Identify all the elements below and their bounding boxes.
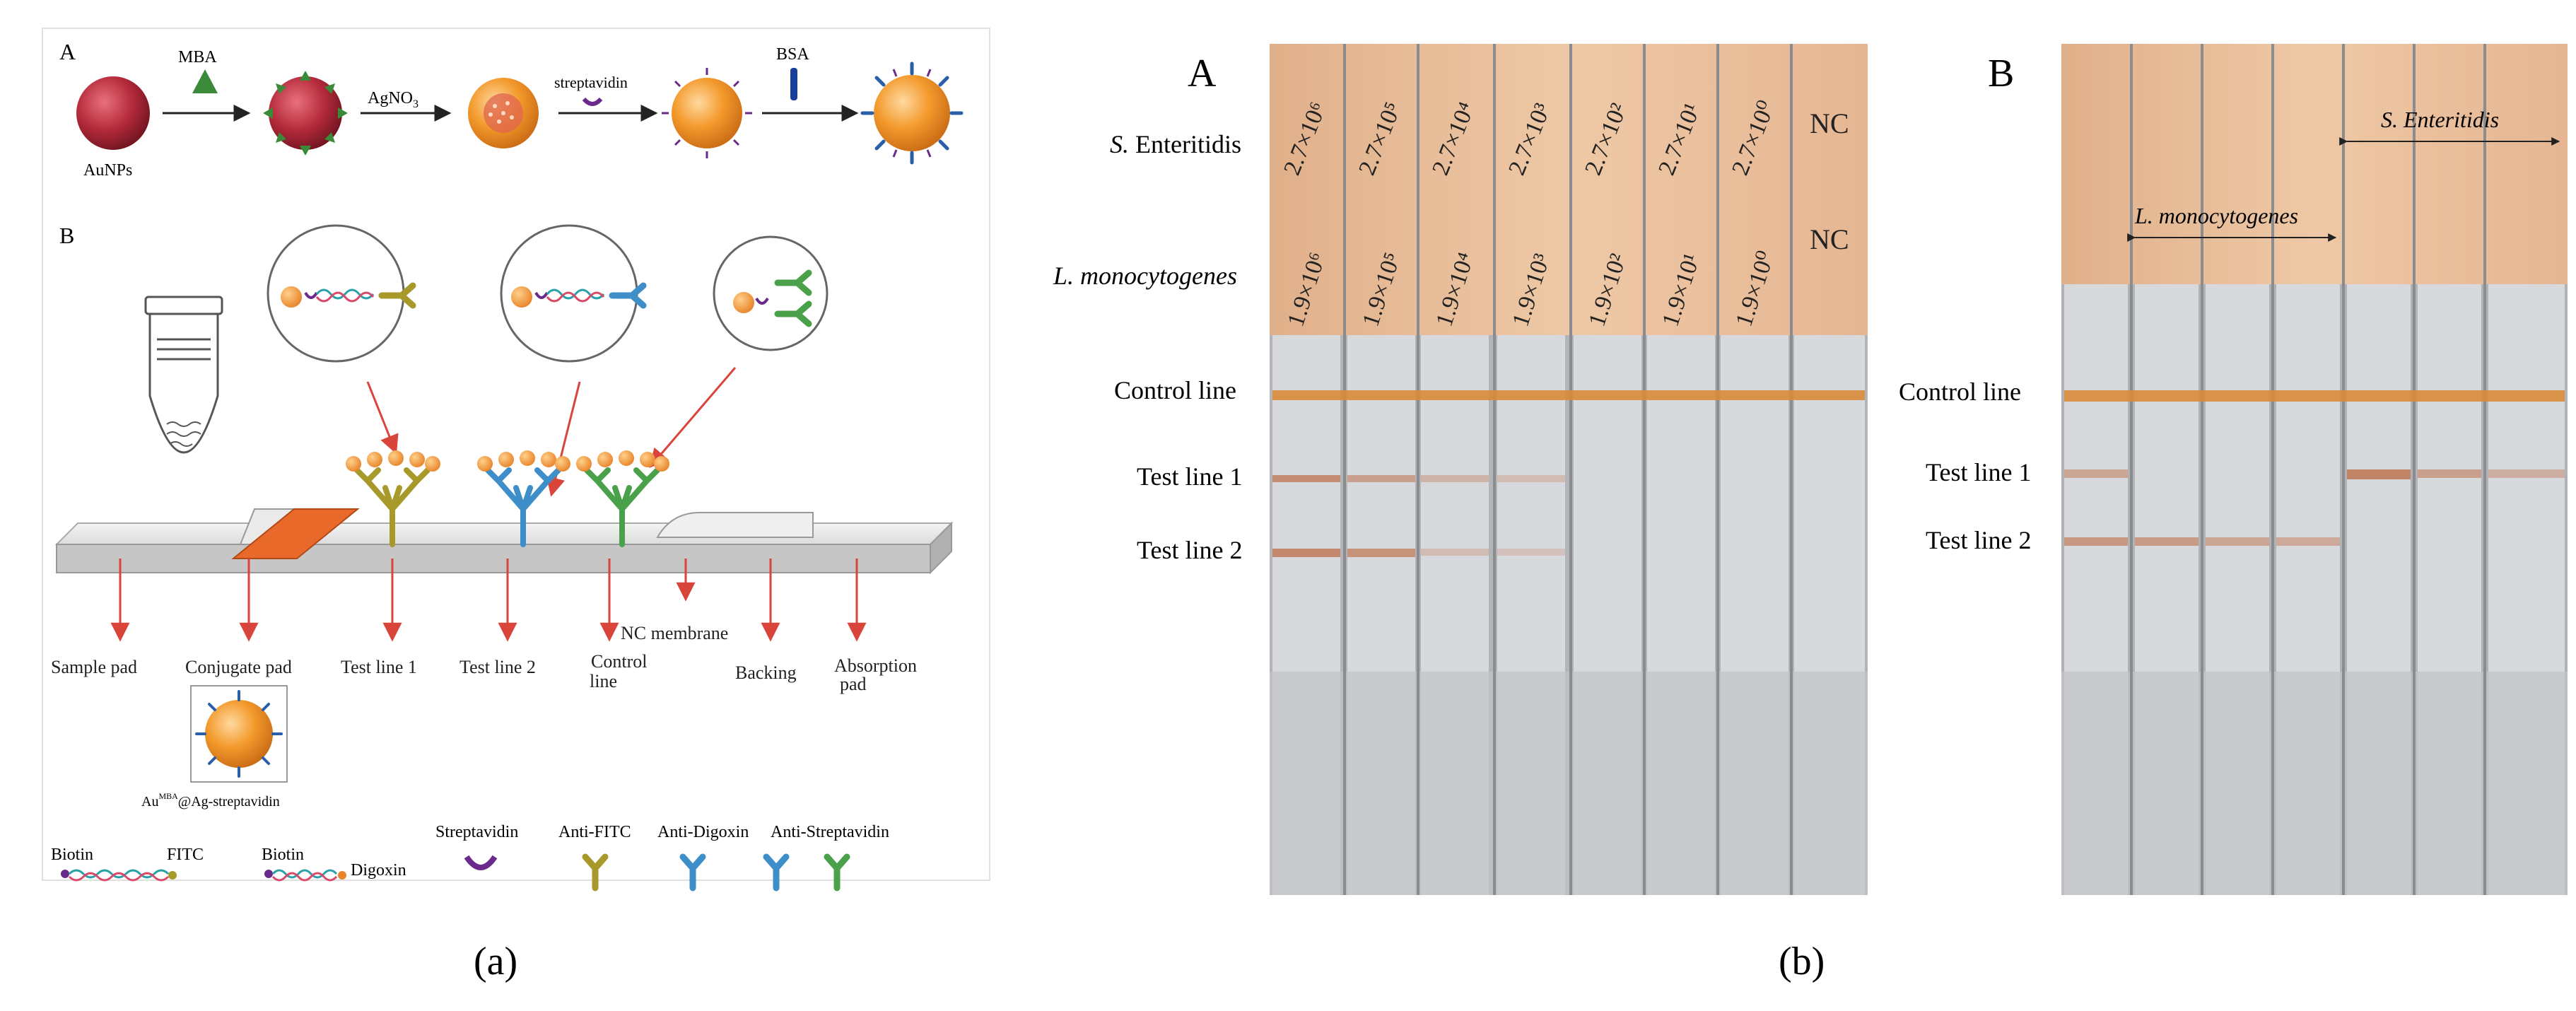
label-sample-pad: Sample pad bbox=[51, 657, 137, 677]
aunp-label: AuNPs bbox=[83, 161, 132, 180]
photo-a-gaps bbox=[1343, 44, 1793, 895]
test-line-2-antibodies bbox=[477, 450, 570, 547]
legend: Biotin FITC Biotin Digoxin Streptavidin … bbox=[51, 823, 889, 888]
photo-b-test2-label: Test line 2 bbox=[1926, 526, 2031, 554]
legend-digoxin: Digoxin bbox=[351, 861, 406, 879]
arrow-zoom-1 bbox=[366, 381, 399, 455]
photo-a-label: A bbox=[1188, 52, 1217, 95]
arrow-zoom-3 bbox=[649, 367, 737, 469]
photo-a-test1-label: Test line 1 bbox=[1137, 462, 1242, 491]
photo-b-gaps bbox=[2130, 44, 2486, 895]
photo-b-test-line-2 bbox=[2064, 537, 2340, 546]
label-test-line-2: Test line 2 bbox=[459, 657, 536, 677]
photo-b-label: B bbox=[1988, 52, 2014, 95]
photo-a-test2-label: Test line 2 bbox=[1137, 536, 1242, 564]
photo-b-test-line-1 bbox=[2064, 469, 2565, 479]
legend-anti-digoxin: Anti-Digoxin bbox=[657, 823, 749, 841]
legend-fitc: FITC bbox=[167, 846, 204, 864]
section-b-label: B bbox=[59, 223, 74, 248]
test-line-1-antibodies bbox=[346, 450, 440, 547]
photo-a-control-label: Control line bbox=[1114, 376, 1236, 404]
label-absorption-pad-2: pad bbox=[840, 674, 867, 694]
label-backing: Backing bbox=[735, 662, 797, 683]
photo-a: 2.7×10⁶ 2.7×10⁵ 2.7×10⁴ 2.7×10³ 2.7×10² … bbox=[1270, 44, 1868, 895]
sample-tube-icon bbox=[144, 296, 223, 454]
legend-anti-streptavidin: Anti-Streptavidin bbox=[771, 823, 889, 841]
final-strep-decorations bbox=[892, 69, 932, 158]
final-bsa-decorations bbox=[860, 62, 964, 165]
biotin-digoxin-strand-icon bbox=[264, 869, 346, 882]
zoom-circle-test-line-2 bbox=[500, 224, 643, 363]
caption-a: (a) bbox=[474, 940, 517, 983]
photo-b-test1-label: Test line 1 bbox=[1926, 458, 2031, 486]
svg-text:NC: NC bbox=[1810, 107, 1849, 139]
legend-biotin-1: Biotin bbox=[51, 846, 93, 864]
anti-fitc-icon bbox=[585, 857, 605, 888]
label-test-line-1: Test line 1 bbox=[341, 657, 417, 677]
caption-b: (b) bbox=[1779, 940, 1825, 983]
conjugate-zoom-box bbox=[190, 685, 288, 783]
anti-streptavidin-icon bbox=[827, 857, 847, 888]
panel-a: A AuNPs MBA AgNO3 strep bbox=[42, 28, 990, 983]
control-line-antibodies bbox=[576, 450, 669, 547]
legend-streptavidin: Streptavidin bbox=[435, 823, 518, 841]
bsa-icon bbox=[790, 68, 797, 100]
photo-a-test-line-1 bbox=[1272, 475, 1565, 482]
core-shell-dots bbox=[488, 101, 514, 124]
photo-a-control-line bbox=[1272, 390, 1865, 400]
label-absorption-pad: Absorption bbox=[834, 655, 917, 676]
conjugate-caption: AuMBA@Ag-streptavidin bbox=[141, 791, 280, 810]
label-conjugate-pad: Conjugate pad bbox=[185, 657, 292, 677]
legend-biotin-2: Biotin bbox=[262, 846, 304, 864]
photo-a-test-line-2 bbox=[1272, 549, 1565, 557]
bsa-label: BSA bbox=[776, 45, 809, 64]
part-arrows bbox=[110, 559, 867, 642]
svg-text:NC: NC bbox=[1810, 223, 1849, 255]
panel-b: 2.7×10⁶ 2.7×10⁵ 2.7×10⁴ 2.7×10³ 2.7×10² … bbox=[1053, 44, 2568, 983]
section-a-label: A bbox=[59, 39, 76, 64]
zoom-circle-test-line-1 bbox=[267, 224, 413, 363]
photo-b: L. monocytogenes S. Enteritidis bbox=[2061, 44, 2568, 895]
anti-digoxin-icon bbox=[683, 857, 703, 888]
photo-a-s-enteritidis: S. Enteritidis bbox=[1110, 130, 1241, 158]
zoom-circle-control-line bbox=[713, 235, 829, 351]
label-nc-membrane: NC membrane bbox=[621, 623, 728, 643]
streptavidin-step-icon bbox=[582, 97, 603, 106]
photo-b-control-label: Control line bbox=[1899, 378, 2021, 406]
agno3-label: AgNO3 bbox=[368, 89, 418, 110]
streptavidin-icon bbox=[464, 855, 498, 870]
photo-b-l-label: L. monocytogenes bbox=[2134, 203, 2298, 228]
photo-b-s-label: S. Enteritidis bbox=[2381, 107, 2499, 132]
lateral-flow-strip bbox=[54, 508, 954, 575]
final-sphere bbox=[874, 75, 950, 151]
photo-a-l-monocytogenes: L. monocytogenes bbox=[1053, 262, 1237, 290]
label-control-line: Control bbox=[591, 651, 647, 672]
streptavidin-step-label: streptavidin bbox=[554, 74, 628, 91]
mba-decorations bbox=[263, 71, 348, 156]
label-control-line-2: line bbox=[590, 671, 617, 691]
aunp-mba-sphere bbox=[269, 76, 342, 150]
biotin-fitc-strand-icon bbox=[61, 869, 177, 882]
legend-anti-fitc: Anti-FITC bbox=[558, 823, 631, 841]
anti-digoxin-icon-2 bbox=[766, 857, 786, 888]
mba-label: MBA bbox=[178, 48, 217, 66]
aunp-sphere bbox=[76, 76, 150, 150]
mba-icon bbox=[192, 69, 218, 93]
strep-sphere bbox=[672, 78, 742, 148]
photo-b-control-line bbox=[2064, 390, 2565, 402]
strep-decorations bbox=[662, 68, 752, 158]
arrow-zoom-2 bbox=[546, 381, 581, 497]
